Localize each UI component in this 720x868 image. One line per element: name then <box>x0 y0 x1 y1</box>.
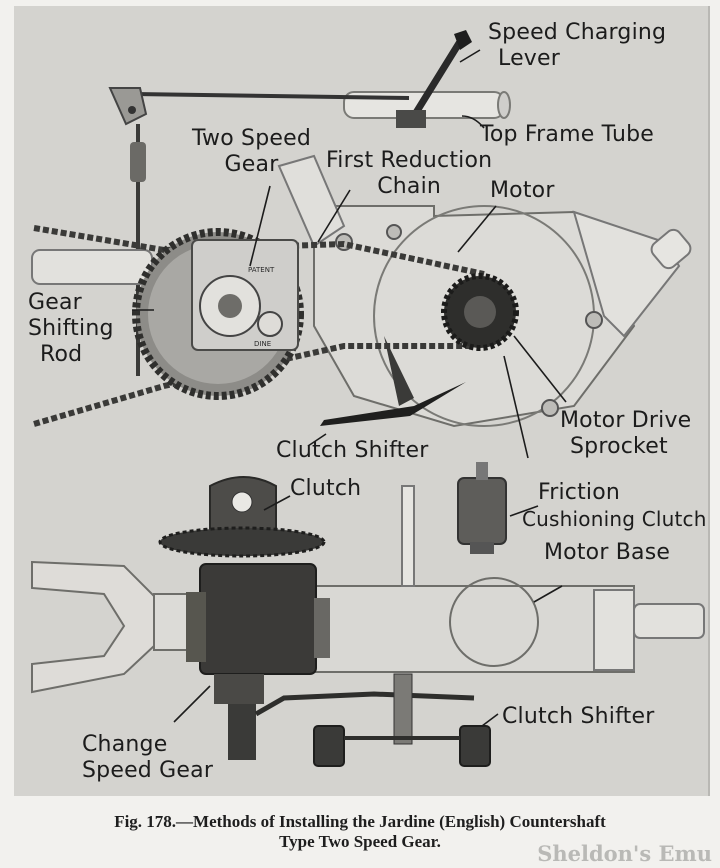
label-clutch-shifter-lower: Clutch Shifter <box>502 704 655 729</box>
caption-line-2: Type Two Speed Gear. <box>279 832 441 851</box>
mechanism-drawing: PATENT DINE <box>31 30 705 767</box>
clutch-shifter-upper-part <box>320 336 466 426</box>
figure-caption: Fig. 178.—Methods of Installing the Jard… <box>0 812 720 852</box>
label-speed-changing-lever: Speed Charging Lever <box>488 20 667 71</box>
frame-lug <box>277 154 346 248</box>
frame-tube-left <box>31 249 153 285</box>
patent-stamp: PATENT <box>248 266 275 274</box>
label-clutch: Clutch <box>290 476 362 501</box>
label-top-frame-tube: Top Frame Tube <box>480 122 654 147</box>
lever-rod <box>133 92 410 100</box>
bell-crank <box>108 87 148 126</box>
illustration-plate: PATENT DINE Speed Charging Lever Top Fra… <box>14 6 710 796</box>
label-motor-drive-sprocket: Motor Drive Sprocket <box>560 408 692 459</box>
friction-cushioning-clutch <box>457 462 507 554</box>
label-two-speed-gear: Two Speed Gear <box>192 126 312 177</box>
clutch-shifter-lower-part <box>254 673 491 767</box>
dine-stamp: DINE <box>254 340 271 348</box>
label-motor: Motor <box>490 178 555 203</box>
label-friction-cushioning-clutch: Friction Cushioning Clutch <box>522 480 707 531</box>
callout-lines <box>132 49 567 727</box>
label-first-reduction-chain: First Reduction Chain <box>326 148 493 199</box>
label-motor-base: Motor Base <box>544 540 671 565</box>
label-change-speed-gear: Change Speed Gear <box>82 732 214 783</box>
speed-changing-lever <box>396 30 472 128</box>
clutch-unit <box>158 476 326 558</box>
change-speed-gear-box <box>186 563 330 760</box>
label-clutch-shifter-upper: Clutch Shifter <box>276 438 429 463</box>
two-speed-gear-housing <box>191 239 299 351</box>
motor-drive-sprocket <box>441 273 519 351</box>
caption-line-1: Fig. 178.—Methods of Installing the Jard… <box>114 812 606 831</box>
label-gear-shifting-rod: Gear Shifting Rod <box>28 290 114 367</box>
watermark: Sheldon's Emu <box>537 841 712 866</box>
